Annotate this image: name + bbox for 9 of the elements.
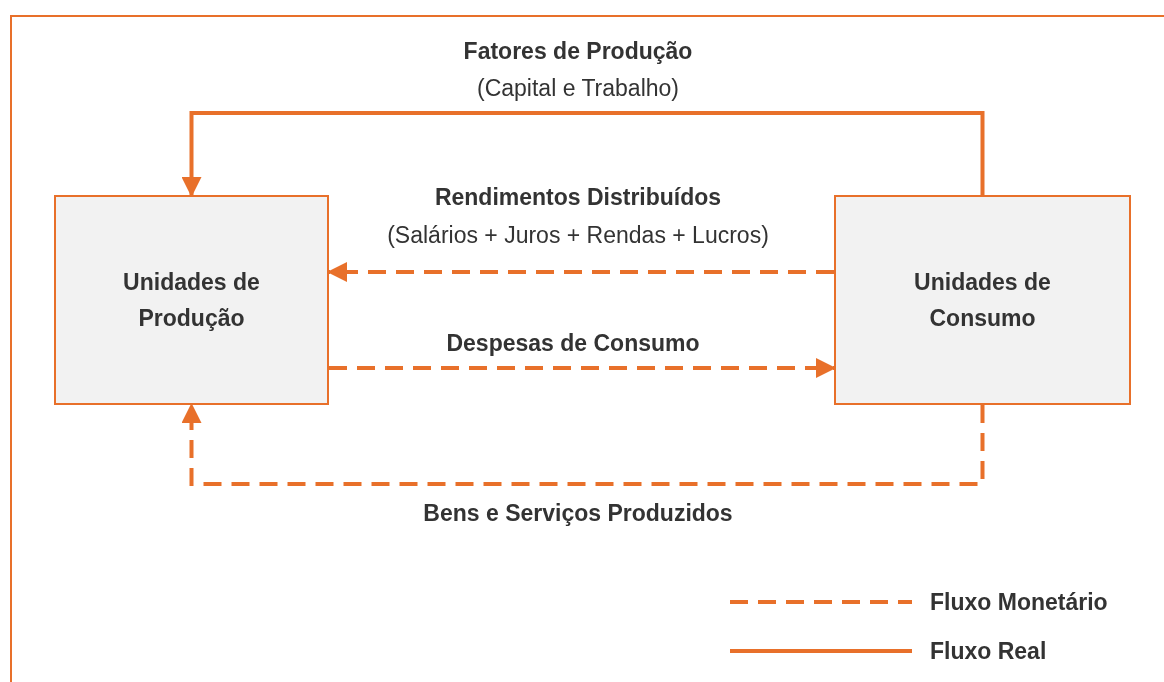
- legend-label: Fluxo Real: [930, 637, 1047, 666]
- process-box: [834, 195, 1131, 405]
- box-label: Unidades de Produção: [122, 268, 261, 333]
- arrow: [181, 403, 985, 486]
- box-label: Unidades de Consumo: [913, 268, 1052, 333]
- process-box: [54, 195, 329, 405]
- legend-label: Fluxo Monetário: [930, 588, 1108, 617]
- arrow: [181, 111, 985, 197]
- arrow: [329, 358, 836, 378]
